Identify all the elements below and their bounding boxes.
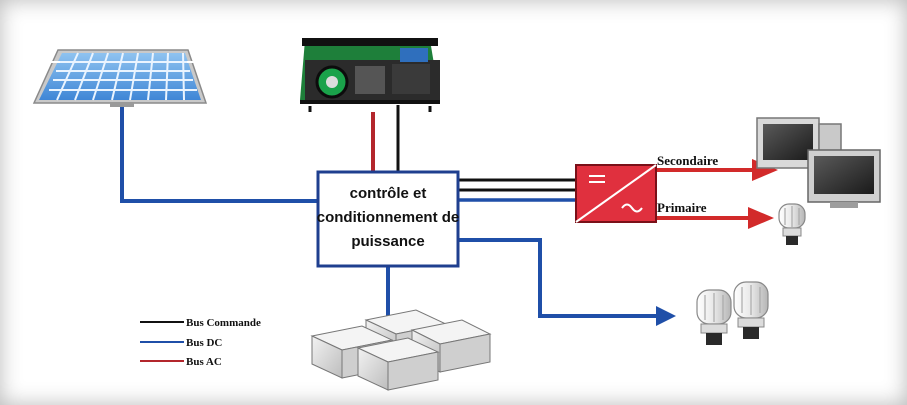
generator-icon	[300, 38, 440, 112]
lamp-icon	[696, 289, 732, 345]
legend-label-ac: Bus AC	[186, 356, 222, 368]
legend-label-dc: Bus DC	[186, 337, 222, 349]
secondary-output-label: Secondaire	[657, 153, 718, 168]
primary-output-label: Primaire	[657, 200, 707, 215]
control-box-line-2: conditionnement de	[317, 209, 460, 226]
inverter-icon	[575, 164, 657, 223]
lamp-icon	[778, 203, 806, 245]
computer-icon	[756, 117, 881, 208]
dc-wire-solar	[120, 106, 318, 203]
legend-label-command: Bus Commande	[186, 317, 261, 329]
legend: Bus Commande Bus DC Bus AC	[140, 317, 261, 368]
battery-icon	[310, 309, 492, 391]
lamp-icon	[733, 281, 769, 339]
dc-arrowhead-lamps	[656, 306, 676, 326]
primary-arrowhead	[748, 207, 774, 229]
control-box-line-3: puissance	[351, 233, 424, 250]
solar-panel-icon	[32, 49, 208, 107]
control-box-line-1: contrôle et	[350, 185, 427, 202]
control-box: contrôle et conditionnement de puissance	[316, 170, 460, 268]
dc-wire-lamps	[458, 238, 660, 318]
